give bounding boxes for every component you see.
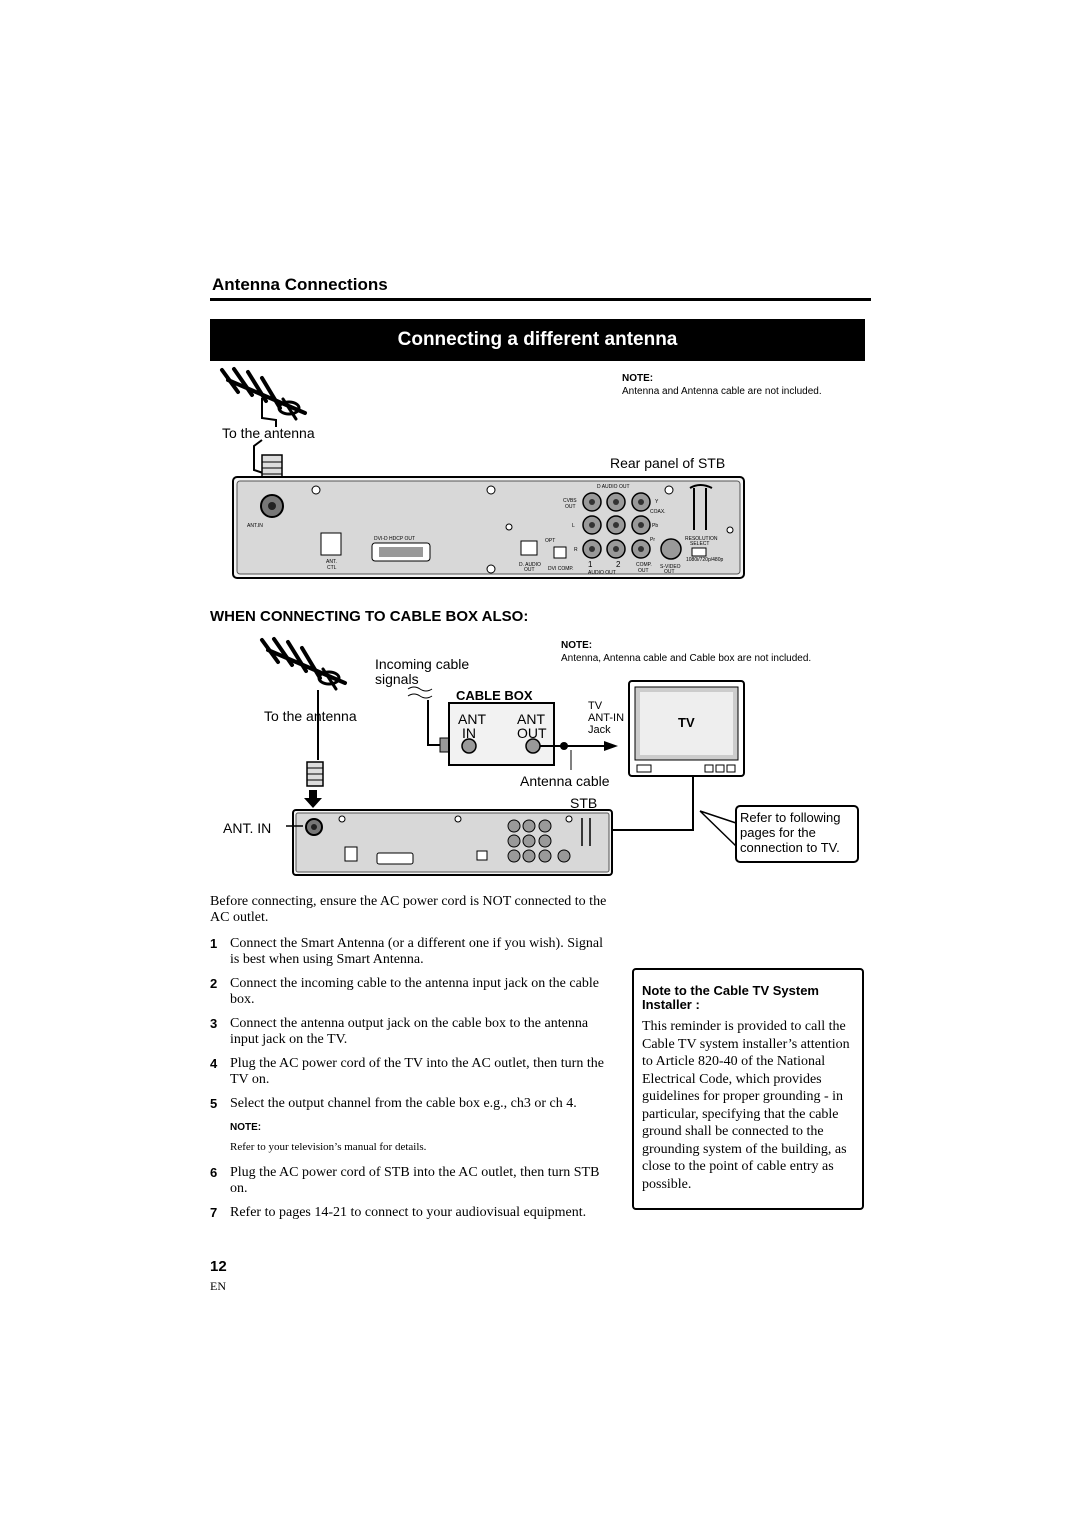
step-number: 6 — [210, 1165, 218, 1180]
panel-select-label: SELECT — [690, 541, 709, 547]
step-text: Connect the antenna output jack on the c… — [230, 1016, 589, 1047]
stb-label: STB — [570, 795, 598, 811]
language-code: EN — [210, 1279, 226, 1293]
ant-in-label: ANT. IN — [223, 820, 272, 836]
steps-list: 1 Connect the Smart Antenna (or a differe… — [210, 936, 615, 1229]
step-number: 4 — [210, 1056, 218, 1071]
panel-out-label: OUT — [565, 504, 576, 510]
cable-box-ant-in-2: IN — [462, 725, 476, 741]
antenna-icon-2 — [260, 637, 347, 691]
step-number: 3 — [210, 1016, 218, 1031]
panel-comp-out-1: COMP. — [636, 562, 652, 568]
panel-opt-label: OPT — [545, 538, 555, 544]
to-antenna-label-1: To the antenna — [222, 425, 315, 441]
page-number: 12 — [210, 1258, 227, 1275]
note2-heading: NOTE: — [561, 640, 593, 651]
panel-daudio-out-2: OUT — [524, 567, 535, 573]
step-number: 5 — [210, 1096, 218, 1111]
step-text: Select the output channel from the cable… — [230, 1096, 577, 1111]
tv-ant-in-jack-2: ANT-IN — [588, 712, 625, 724]
panel-r-label: R — [574, 547, 578, 553]
tv-ant-in-jack-3: Jack — [588, 724, 611, 736]
list-item: 5 Select the output channel from the cabl… — [210, 1096, 615, 1112]
panel-dvi-comp-label: DVI COMP. — [548, 566, 573, 572]
panel-comp-out-2: OUT — [638, 568, 649, 574]
cable-box-subheading: WHEN CONNECTING TO CABLE BOX ALSO: — [210, 608, 529, 625]
incoming-cable-label-2: signals — [375, 671, 419, 687]
cable-box-ant-in-1: ANT — [458, 711, 486, 727]
intro-text: Before connecting, ensure the AC power c… — [210, 894, 607, 925]
cable-box-ant-out-1: ANT — [517, 711, 545, 727]
step-note: NOTE: Refer to your television’s manual … — [230, 1120, 615, 1155]
step-text: Plug the AC power cord of the TV into th… — [230, 1056, 604, 1087]
panel-svideo-2: OUT — [664, 569, 675, 575]
step-text: Plug the AC power cord of STB into the A… — [230, 1165, 600, 1196]
panel-res-values: 1080i/720p/480p — [686, 557, 723, 563]
refer-callout: Refer to following pages for the connect… — [740, 810, 840, 855]
step-text: Connect the Smart Antenna (or a differen… — [230, 936, 603, 967]
antenna-icon — [220, 367, 307, 421]
incoming-cable-label-1: Incoming cable — [375, 656, 470, 672]
list-item: 6 Plug the AC power cord of STB into the … — [210, 1165, 615, 1197]
refer-callout-1: Refer to following — [740, 810, 841, 825]
panel-pr-label: Pr — [650, 537, 655, 543]
panel-coax-label: COAX. — [650, 509, 666, 515]
installer-note-box: Note to the Cable TV System Installer : … — [632, 968, 864, 1210]
panel-cvbs-label: CVBS — [563, 498, 577, 504]
note2-text: Antenna, Antenna cable and Cable box are… — [561, 653, 812, 664]
panel-l-label: L — [572, 523, 575, 529]
tv-ant-in-jack-1: TV — [588, 700, 603, 712]
panel-ant-ctl-label-2: CTL — [327, 565, 337, 571]
refer-callout-2: pages for the — [740, 825, 816, 840]
list-item: 3 Connect the antenna output jack on the … — [210, 1016, 615, 1048]
refer-callout-3: connection to TV. — [740, 840, 840, 855]
list-item: 1 Connect the Smart Antenna (or a differe… — [210, 936, 615, 968]
panel-daudio-label: D AUDIO OUT — [597, 484, 630, 490]
cable-box-diagram: CABLE BOX ANT IN ANT OUT TV — [260, 637, 859, 876]
section-title: Antenna Connections — [212, 275, 388, 294]
step-number: 2 — [210, 976, 218, 991]
panel-ant-ctl-label-1: ANT. — [326, 559, 337, 565]
cable-box-device: CABLE BOX ANT IN ANT OUT — [448, 688, 555, 766]
cable-box-title: CABLE BOX — [456, 688, 533, 703]
antenna-diagram-1: ANT.IN ANT. CTL DVI-D HDCP OUT D AUDIO O… — [220, 367, 745, 579]
list-item: 2 Connect the incoming cable to the anten… — [210, 976, 615, 1008]
cable-box-ant-out-2: OUT — [517, 725, 547, 741]
step-note-text: Refer to your television’s manual for de… — [230, 1141, 427, 1153]
section-rule — [210, 298, 871, 301]
step-number: 7 — [210, 1205, 218, 1220]
tv-device: TV — [628, 680, 745, 777]
panel-dvi-label: DVI-D HDCP OUT — [374, 536, 415, 542]
note1-heading: NOTE: — [622, 373, 654, 384]
rear-panel-label: Rear panel of STB — [610, 455, 726, 471]
panel-pb-label: Pb — [652, 523, 658, 529]
to-antenna-label-2: To the antenna — [264, 708, 357, 724]
panel-audio-out-label: AUDIO OUT — [588, 570, 616, 576]
antenna-cable-label: Antenna cable — [520, 773, 610, 789]
installer-heading: Note to the Cable TV System Installer : — [642, 983, 819, 1012]
step-note-heading: NOTE: — [230, 1122, 262, 1133]
step-number: 1 — [210, 936, 218, 951]
stb-rear-panel: ANT.IN ANT. CTL DVI-D HDCP OUT D AUDIO O… — [232, 476, 745, 579]
panel-two-label: 2 — [616, 560, 621, 569]
stb-rear-panel-small — [292, 809, 613, 876]
list-item: 4 Plug the AC power cord of the TV into t… — [210, 1056, 615, 1088]
panel-resolution-label: RESOLUTION — [685, 536, 718, 542]
panel-ant-in-label: ANT.IN — [247, 523, 263, 529]
list-item: 7 Refer to pages 14-21 to connect to your… — [210, 1205, 615, 1221]
banner-title: Connecting a different antenna — [210, 319, 865, 361]
panel-svideo-1: S-VIDEO — [660, 564, 681, 570]
note1-text: Antenna and Antenna cable are not includ… — [622, 386, 822, 397]
panel-one-label: 1 — [588, 560, 593, 569]
tv-ant-in-jack-label: TV ANT-IN Jack — [588, 700, 624, 736]
step-text: Connect the incoming cable to the antenn… — [230, 976, 599, 1007]
panel-daudio-out-1: D. AUDIO — [519, 562, 541, 568]
installer-text: This reminder is provided to call the Ca… — [642, 1019, 850, 1192]
panel-y-label: Y — [655, 499, 659, 505]
tv-screen-label: TV — [678, 715, 695, 730]
step-text: Refer to pages 14-21 to connect to your … — [230, 1205, 587, 1220]
